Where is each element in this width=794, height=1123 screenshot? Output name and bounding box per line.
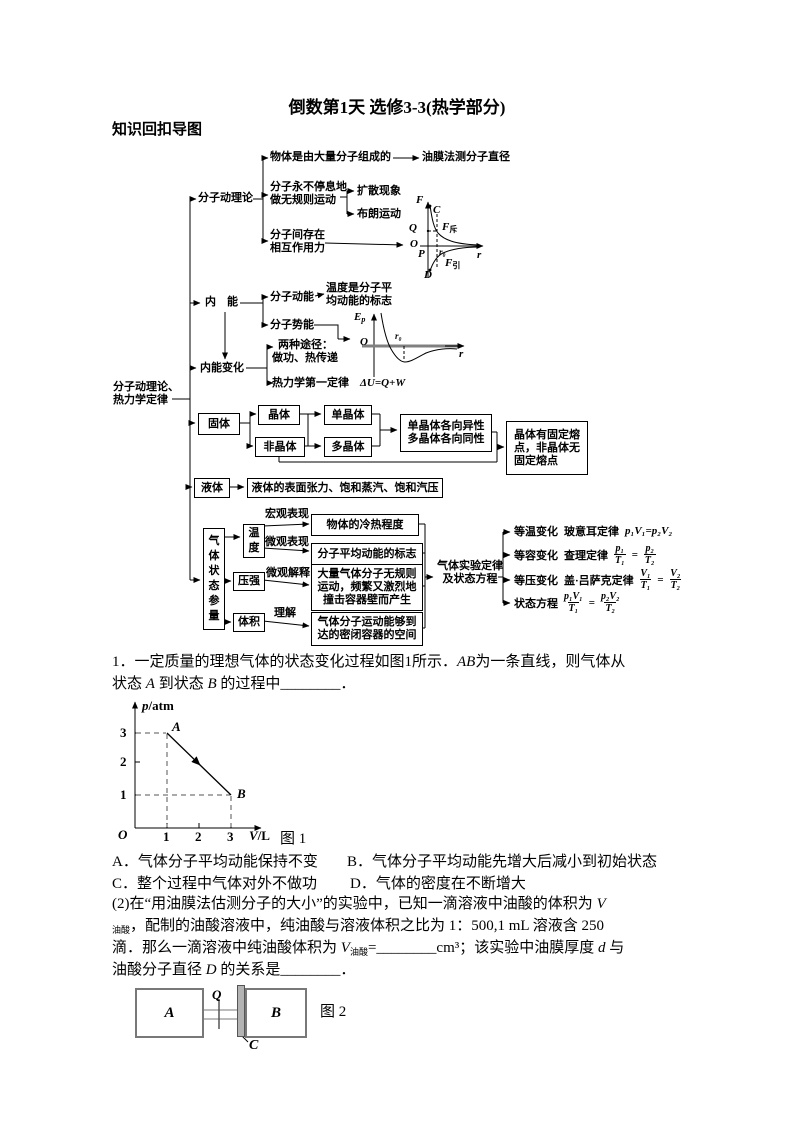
ep-r0-label: r₀ xyxy=(395,331,402,341)
node-intermolecular-force: 分子间存在相互作用力 xyxy=(270,229,325,254)
fig1-ytick-3: 3 xyxy=(120,725,127,740)
box-gas-state-parameters: 气体状态参量 xyxy=(203,528,225,630)
node-first-law: 热力学第一定律 ΔU=Q+W xyxy=(272,377,406,389)
question1-line1: 1．一定质量的理想气体的状态变化过程如图1所示．AB为一条直线，则气体从 xyxy=(112,654,626,670)
box-anisotropy: 单晶体各向异性多晶体各向同性 xyxy=(400,414,492,452)
fr-point-p: P xyxy=(418,248,425,260)
node-temperature-mark: 温度是分子平均动能的标志 xyxy=(326,282,392,307)
box-average-ke-mark: 分子平均动能的标志 xyxy=(311,543,423,565)
box-pressure-explanation: 大量气体分子无规则运动，频繁又激烈地撞击容器壁而产生 xyxy=(311,564,423,611)
fig1-xtick-1: 1 xyxy=(163,829,170,844)
node-internal-energy: 内 能 xyxy=(205,296,238,308)
ep-axis-label: Ep xyxy=(354,311,366,324)
fr-point-c: C xyxy=(433,204,441,216)
box-poly-crystal: 多晶体 xyxy=(324,437,372,457)
fig1-ylabel: p/atm xyxy=(142,698,174,713)
fig1-point-a: A xyxy=(172,719,181,734)
box-volume-explanation: 气体分子运动能够到达的密闭容器的空间 xyxy=(311,612,423,646)
node-molecular-potential-energy: 分子势能 xyxy=(270,319,314,331)
fr-r0-label: r₀ xyxy=(439,247,446,257)
node-internal-energy-change: 内能变化 xyxy=(200,362,244,374)
fig2-container-a: A xyxy=(135,988,204,1038)
option-c: C．整个过程中气体对外不做功 xyxy=(112,876,318,892)
option-a: A．气体分子平均动能保持不变 xyxy=(112,854,318,870)
node-molecular-kinetic-energy: 分子动能 xyxy=(270,291,314,303)
fr-point-d: D xyxy=(424,269,432,281)
node-random-motion: 分子永不停息地做无规则运动 xyxy=(270,181,347,206)
ep-axis-r-label: r xyxy=(459,348,464,360)
fr-axis-r-label: r xyxy=(477,249,482,261)
node-oil-film-method: 油膜法测分子直径 xyxy=(422,151,510,163)
option-d: D．气体的密度在不断增大 xyxy=(350,876,526,892)
label-understand: 理解 xyxy=(274,607,296,619)
mindmap-root: 分子动理论、热力学定律 xyxy=(113,381,179,406)
node-made-of-molecules: 物体是由大量分子组成的 xyxy=(270,151,391,163)
fig1-ytick-2: 2 xyxy=(120,754,127,769)
node-molecular-theory: 分子动理论 xyxy=(198,192,253,204)
fr-repulsion-label: F斥 xyxy=(442,221,458,234)
question2-line2: 油酸，配制的油酸溶液中，纯油酸与溶液体积之比为 1：500,1 mL 溶液含 2… xyxy=(112,918,605,935)
box-crystal: 晶体 xyxy=(258,405,300,425)
fig2-piston-label: C xyxy=(249,1038,259,1053)
question1-line2: 状态 A 到状态 B 的过程中________． xyxy=(112,676,356,692)
fig2-piston xyxy=(237,985,245,1037)
page-title: 倒数第1天 选修3-3(热学部分) xyxy=(288,98,506,117)
ep-origin: O xyxy=(360,336,368,348)
label-micro-explain: 微观解释 xyxy=(266,567,310,579)
box-hot-cold-degree: 物体的冷热程度 xyxy=(311,514,419,536)
option-b: B．气体分子平均动能先增大后减小到初始状态 xyxy=(347,854,658,870)
fr-origin: O xyxy=(410,238,418,250)
question2-line3: 滴．那么一滴溶液中纯油酸体积为 V油酸=________cm³；该实验中油膜厚度… xyxy=(112,940,625,957)
node-diffusion: 扩散现象 xyxy=(357,185,401,197)
fig1-ytick-1: 1 xyxy=(120,787,127,802)
fig1-xtick-3: 3 xyxy=(227,829,234,844)
question2-line4: 油酸分子直径 D 的关系是________． xyxy=(112,962,356,978)
fig2-valve-label: Q xyxy=(212,987,222,1002)
fig1-caption: 图 1 xyxy=(280,831,307,847)
fr-point-q: Q xyxy=(409,222,417,234)
law-isothermal: 等温变化玻意耳定律 p₁V₁=p₂V₂ xyxy=(514,525,673,538)
node-brownian-motion: 布朗运动 xyxy=(357,208,401,220)
node-gas-experiment-laws: 气体实验定律及状态方程 xyxy=(437,560,503,585)
box-single-crystal: 单晶体 xyxy=(324,405,372,425)
question2-line1: (2)在“用油膜法估测分子的大小”的实验中，已知一滴溶液中油酸的体积为 V xyxy=(112,896,606,912)
fig1-xlabel: V/L xyxy=(249,828,270,843)
label-macro: 宏观表现 xyxy=(265,508,309,520)
box-liquid: 液体 xyxy=(194,478,230,498)
node-two-ways-line1: 两种途径： xyxy=(278,339,333,351)
fig1-xtick-2: 2 xyxy=(195,829,202,844)
box-amorphous: 非晶体 xyxy=(255,437,305,457)
box-volume: 体积 xyxy=(233,613,265,632)
fig2-caption: 图 2 xyxy=(320,1004,347,1020)
box-pressure: 压强 xyxy=(233,572,265,591)
fig1-origin: O xyxy=(118,827,128,842)
box-melting-point: 晶体有固定熔点，非晶体无固定熔点 xyxy=(506,421,588,475)
fr-attraction-label: F引 xyxy=(445,257,461,270)
label-micro: 微观表现 xyxy=(265,536,309,548)
fig1-point-b: B xyxy=(237,786,246,801)
box-temperature: 温度 xyxy=(243,524,265,558)
section-heading: 知识回扣导图 xyxy=(112,122,203,138)
box-liquid-properties: 液体的表面张力、饱和蒸汽、饱和汽压 xyxy=(247,478,443,498)
box-solid: 固体 xyxy=(198,413,240,435)
fig2-container-b: B xyxy=(245,988,307,1038)
node-two-ways-line2: 做功、热传递 xyxy=(272,352,338,364)
fr-axis-f-label: F xyxy=(416,194,424,206)
